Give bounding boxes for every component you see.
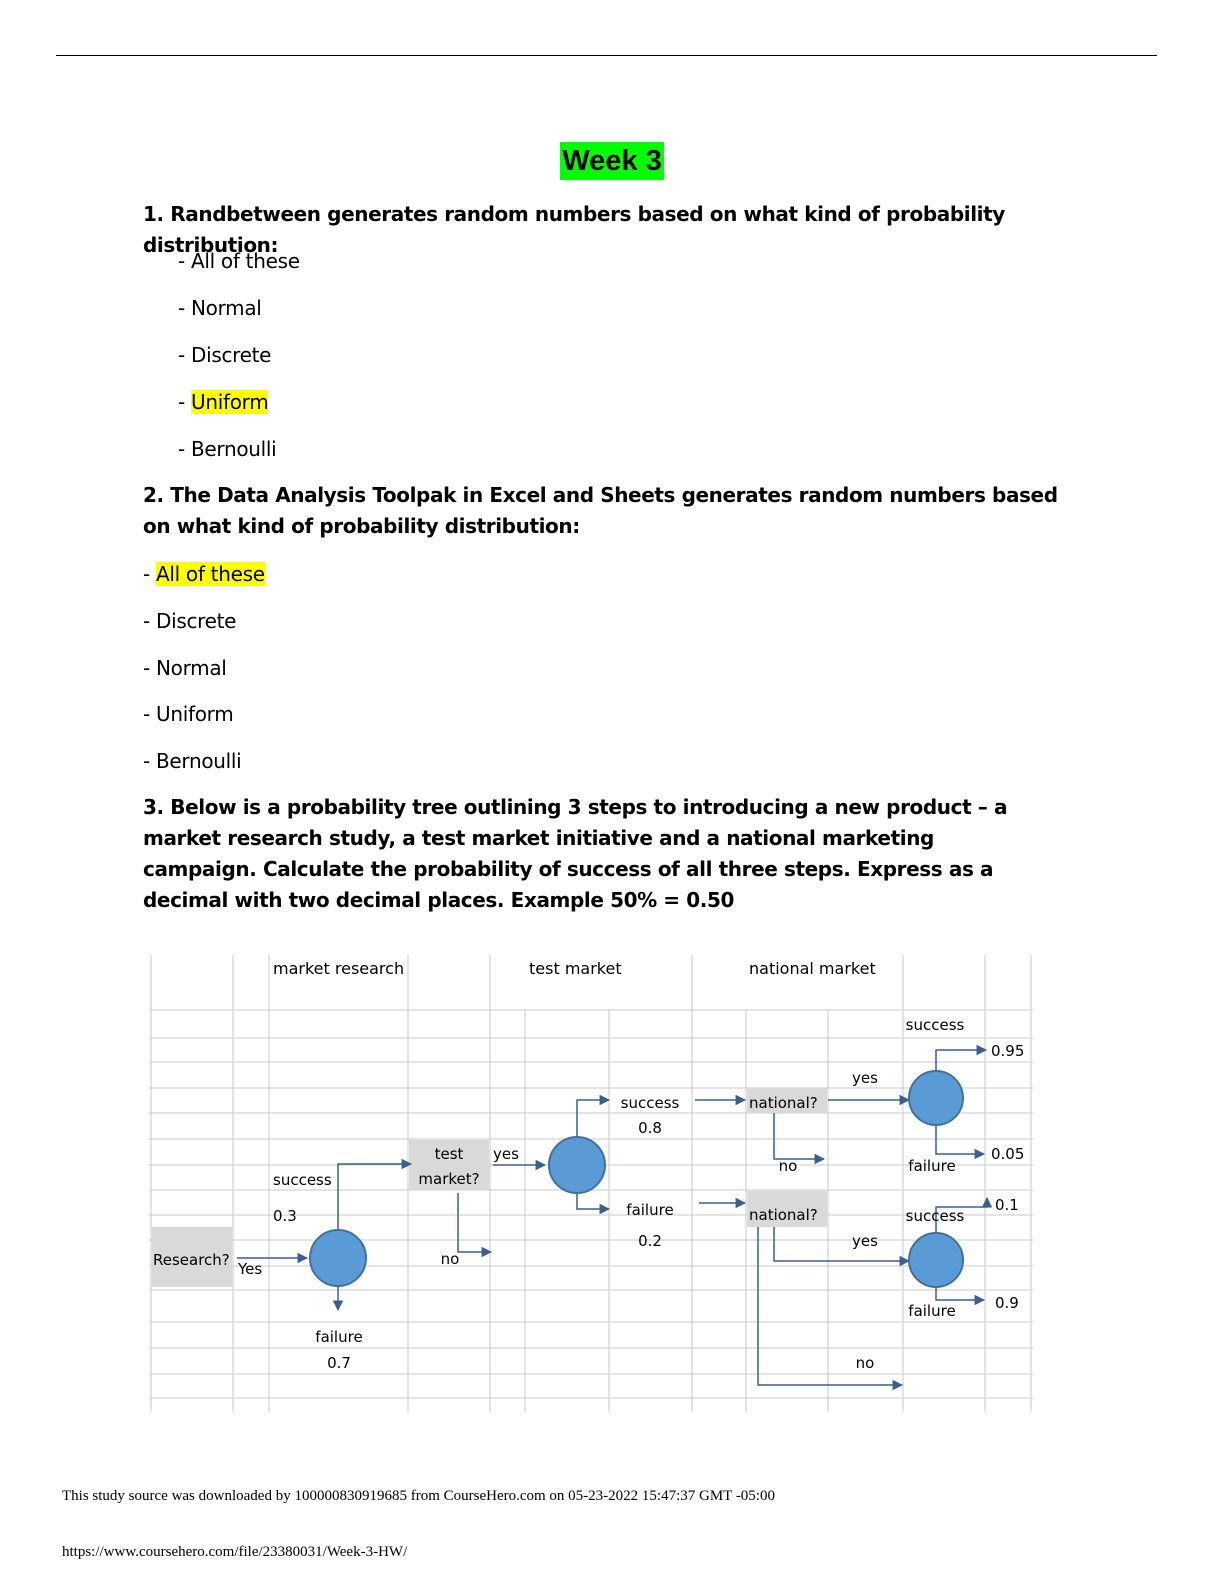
research-label: Research? (153, 1251, 230, 1269)
q1-option-4-prefix: - (178, 390, 191, 414)
q2-option-5: - Bernoulli (143, 747, 242, 775)
test-market-node (548, 1136, 606, 1194)
mr-failure-label: failure (315, 1328, 362, 1346)
q2-option-3-text: Normal (155, 656, 227, 680)
question-2: 2. The Data Analysis Toolpak in Excel an… (143, 483, 1058, 538)
q1-option-4-text: Uniform (190, 390, 269, 414)
footer-source-line: This study source was downloaded by 1000… (62, 1488, 775, 1504)
q2-option-1: - All of these (143, 560, 265, 588)
tm-failure-label: failure (626, 1201, 673, 1219)
q2-option-3-prefix: - (143, 656, 156, 680)
nat-upper-success-label: success (906, 1016, 965, 1034)
probability-tree-diagram: market research test market national mar… (149, 955, 1033, 1412)
nat-upper-yes-label: yes (852, 1069, 878, 1087)
q1-option-2: - Normal (178, 294, 262, 322)
header-market-research: market research (273, 959, 404, 978)
q2-option-4: - Uniform (143, 700, 234, 728)
top-rule (56, 55, 1157, 56)
q1-option-3-text: Discrete (190, 343, 272, 367)
q2-option-1-text: All of these (155, 562, 265, 586)
nat-lower-success-label: success (906, 1207, 965, 1225)
research-cell (152, 1227, 232, 1287)
nat-lower-failure-label: failure (908, 1302, 955, 1320)
national-upper-q: national? (749, 1094, 818, 1112)
q2-option-5-prefix: - (143, 749, 156, 773)
q1-option-2-text: Normal (190, 296, 262, 320)
q2-option-2: - Discrete (143, 607, 237, 635)
national-lower-node (908, 1232, 964, 1288)
tm-success-prob: 0.8 (638, 1119, 662, 1137)
q2-option-2-text: Discrete (155, 609, 237, 633)
market-research-node (309, 1229, 367, 1287)
page-title: Week 3 (560, 142, 664, 180)
national-lower-q: national? (749, 1206, 818, 1224)
q1-option-3-prefix: - (178, 343, 191, 367)
q1-option-5-text: Bernoulli (190, 437, 277, 461)
q1-option-1-text: All of these (190, 249, 300, 273)
title-wrap: Week 3 (0, 142, 1224, 180)
tm-failure-prob: 0.2 (638, 1232, 662, 1250)
q1-option-3: - Discrete (178, 341, 272, 369)
nat-lower-yes-label: yes (852, 1232, 878, 1250)
test-market-cell (409, 1140, 489, 1190)
nat-upper-failure-label: failure (908, 1157, 955, 1175)
national-upper-cell (747, 1088, 827, 1113)
q2-option-4-prefix: - (143, 702, 156, 726)
nat-upper-success-prob: 0.95 (991, 1042, 1024, 1060)
national-upper-node (908, 1070, 964, 1126)
national-lower-cell (747, 1191, 827, 1227)
q1-option-4: - Uniform (178, 388, 269, 416)
nat-lower-success-prob: 0.1 (995, 1196, 1019, 1214)
nat-lower-failure-prob: 0.9 (995, 1294, 1019, 1312)
mr-success-label: success (273, 1171, 332, 1189)
footer-url: https://www.coursehero.com/file/23380031… (62, 1544, 408, 1560)
tm-success-label: success (621, 1094, 680, 1112)
test-market-q-line2: market? (418, 1170, 479, 1188)
q1-option-5-prefix: - (178, 437, 191, 461)
tree-connectors (237, 1044, 993, 1391)
q1-option-1: - All of these (178, 247, 300, 275)
q2-option-3: - Normal (143, 654, 227, 682)
q2-option-5-text: Bernoulli (155, 749, 242, 773)
q1-option-2-prefix: - (178, 296, 191, 320)
nat-upper-failure-prob: 0.05 (991, 1145, 1024, 1163)
q2-option-2-prefix: - (143, 609, 156, 633)
header-test-market: test market (529, 959, 622, 978)
mr-success-prob: 0.3 (273, 1207, 297, 1225)
mr-failure-prob: 0.7 (327, 1354, 351, 1372)
test-market-q-line1: test (435, 1145, 464, 1163)
question-1: 1. Randbetween generates random numbers … (143, 202, 1005, 257)
q2-option-4-text: Uniform (155, 702, 234, 726)
header-national-market: national market (749, 959, 876, 978)
q2-option-1-prefix: - (143, 562, 156, 586)
tm-no-label: no (441, 1250, 460, 1268)
nat-lower-no-label: no (856, 1354, 875, 1372)
tm-yes-label: yes (493, 1145, 519, 1163)
research-yes-label: Yes (237, 1260, 262, 1278)
q1-option-5: - Bernoulli (178, 435, 277, 463)
question-3: 3. Below is a probability tree outlining… (143, 795, 1008, 912)
q1-option-1-prefix: - (178, 249, 191, 273)
nat-upper-no-label: no (779, 1157, 798, 1175)
